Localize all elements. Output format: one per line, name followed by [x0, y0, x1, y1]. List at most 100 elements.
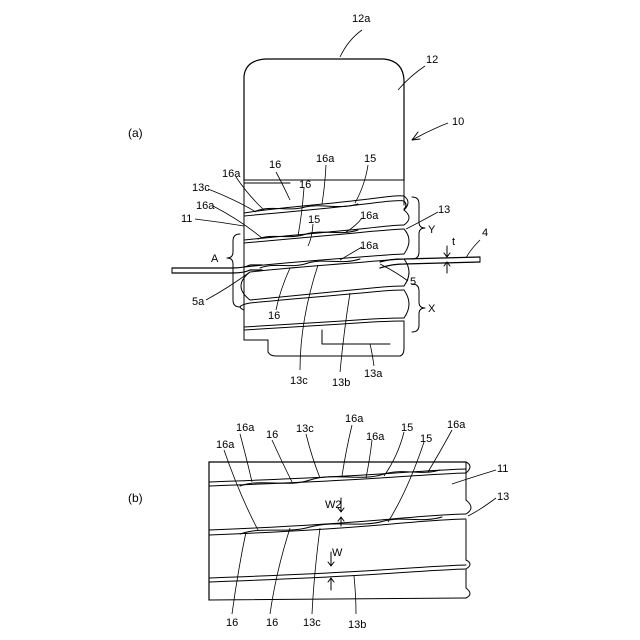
coil-2-lower: [244, 229, 404, 243]
leader-15-mid: [308, 224, 313, 246]
leader-b-11: [452, 470, 496, 484]
band-2-lower: [209, 519, 466, 535]
leader-12a: [340, 30, 362, 57]
coil-5-right-bend: [404, 290, 409, 318]
w-arrow-bottom: [328, 578, 334, 590]
label-12a: 12a: [352, 13, 371, 25]
leader-16a-left1: [236, 177, 264, 210]
leader-13b-bottom: [340, 293, 350, 372]
label-b-16a-5: 16a: [447, 419, 466, 431]
label-13c-bottom: 13c: [290, 375, 308, 387]
leader-15-top: [355, 165, 368, 203]
label-b-13c-bottom: 13c: [303, 617, 321, 629]
label-t: t: [452, 236, 455, 248]
bracket-X: [412, 284, 425, 332]
bracket-Y: [412, 197, 425, 259]
leader-b-13: [468, 498, 496, 516]
leader-13c-left: [208, 189, 256, 212]
coil-1-upper: [244, 196, 404, 213]
label-A: A: [211, 253, 219, 265]
w2-arrow-bottom: [338, 517, 344, 526]
leader-5: [380, 264, 408, 281]
coil-4-upper: [250, 286, 404, 300]
label-16-top: 16: [269, 159, 281, 171]
label-5a: 5a: [192, 296, 205, 308]
leader-5a: [206, 272, 250, 300]
label-4: 4: [482, 227, 488, 239]
leader-b-16-bottom1: [232, 532, 246, 614]
leader-4: [466, 240, 480, 258]
figure-a: (a): [128, 13, 488, 389]
leader-b-15-2: [388, 442, 424, 522]
leader-b-16a-3: [342, 425, 352, 476]
label-13c-left: 13c: [192, 182, 210, 194]
label-13a: 13a: [364, 368, 383, 380]
figure-a-caption: (a): [128, 126, 143, 140]
leader-13c-bottom: [300, 265, 318, 370]
leader-16-mid: [298, 188, 304, 236]
label-16-mid: 16: [299, 179, 311, 191]
leader-10: [412, 123, 448, 140]
label-b-13: 13: [497, 491, 509, 503]
label-b-W2: W2: [325, 499, 342, 511]
leader-13a: [370, 344, 374, 366]
coil-4-right-bend: [404, 259, 409, 286]
label-16a-left1: 16a: [222, 168, 241, 180]
label-13b-bottom: 13b: [332, 377, 350, 389]
leader-b-16: [272, 440, 292, 482]
section-bottom-edge: [209, 598, 466, 600]
band-3-lower: [209, 569, 466, 582]
label-15-mid: 15: [308, 214, 320, 226]
label-b-W: W: [332, 547, 343, 559]
leader-b-15-1: [384, 432, 404, 476]
band-2-right-bend: [466, 500, 471, 514]
label-b-13b: 13b: [348, 619, 366, 631]
label-X: X: [428, 303, 436, 315]
label-b-16-bottom1: 16: [226, 617, 238, 629]
label-b-16-bottom2: 16: [266, 617, 278, 629]
label-b-16a-3: 16a: [345, 413, 364, 425]
band-2-upper: [209, 514, 466, 530]
leader-16-top: [276, 172, 290, 200]
label-12: 12: [426, 54, 438, 66]
label-16a-top: 16a: [316, 153, 335, 165]
label-16-low: 16: [268, 310, 280, 322]
label-b-16a-1: 16a: [236, 422, 255, 434]
label-5: 5: [410, 276, 416, 288]
label-b-15-2: 15: [420, 433, 432, 445]
label-16a-mid: 16a: [360, 210, 379, 222]
coil-1-right-bend: [404, 196, 408, 210]
label-b-16: 16: [266, 429, 278, 441]
thickness-arrow-bottom: [444, 262, 450, 273]
label-b-13c: 13c: [296, 423, 314, 435]
band-3-right-bend: [466, 560, 470, 598]
leader-16-low: [276, 268, 290, 310]
figure-b: (b): [128, 413, 509, 631]
leader-b-13c-bottom: [312, 528, 320, 614]
label-b-11: 11: [497, 463, 508, 475]
leader-b-13b: [354, 576, 356, 614]
leader-b-13c: [306, 434, 320, 478]
label-10: 10: [452, 116, 464, 128]
tail-slot: [322, 330, 390, 344]
coil-2-right-bend: [404, 210, 409, 225]
label-15-top: 15: [364, 153, 376, 165]
thickness-arrow-top: [444, 246, 450, 257]
leader-b-16a-4: [366, 440, 372, 478]
leader-b-16a-1: [240, 434, 252, 482]
label-16a-low: 16a: [360, 240, 379, 252]
figure-b-caption: (b): [128, 491, 143, 505]
bracket-A: [227, 234, 240, 307]
label-13: 13: [438, 204, 450, 216]
leader-16a-top: [322, 165, 326, 204]
band-1-right-bend: [466, 462, 470, 473]
label-b-15-1: 15: [401, 422, 413, 434]
label-b-16a-4: 16a: [366, 431, 385, 443]
label-Y: Y: [428, 224, 436, 236]
label-16a-left2: 16a: [196, 200, 215, 212]
coil-3-right-bend: [404, 229, 409, 254]
leader-b-16-bottom2: [270, 528, 290, 614]
label-b-16a-2: 16a: [216, 439, 235, 451]
label-11: 11: [181, 213, 192, 225]
